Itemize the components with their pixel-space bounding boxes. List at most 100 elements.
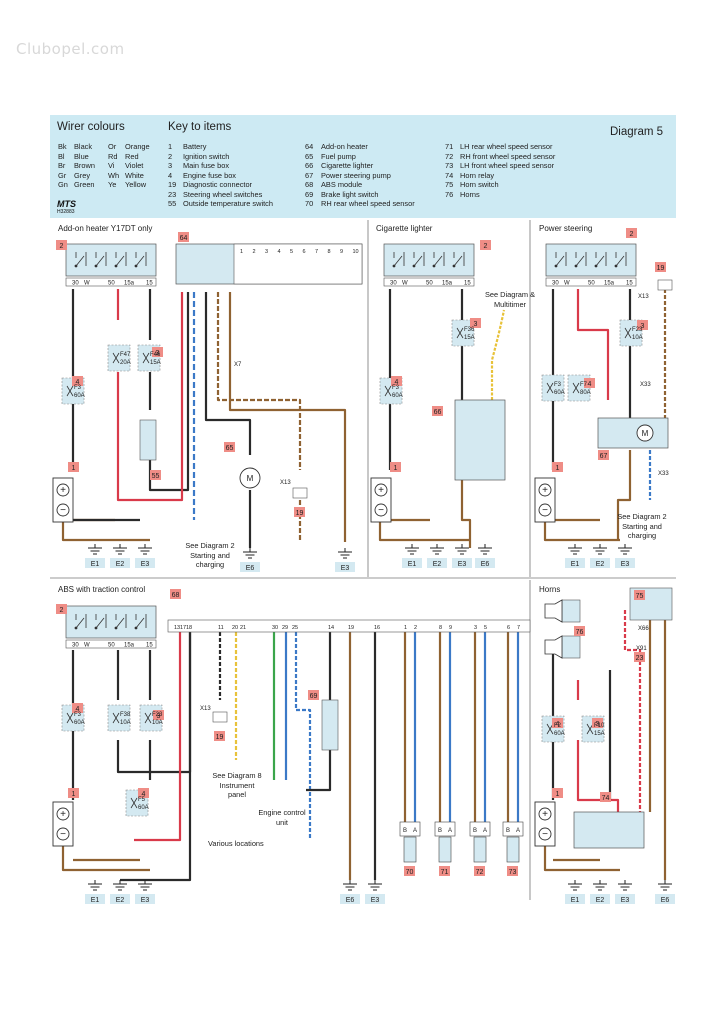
item-tag-bg	[507, 866, 518, 876]
ground-horns-E2-label: E2	[596, 897, 605, 904]
ign-terminal-30: 30	[72, 643, 79, 649]
item-tag-55: 55	[152, 473, 160, 480]
fuse-symbol	[66, 712, 74, 724]
item-tag-71: 71	[441, 869, 449, 876]
item-tag-bg	[56, 604, 67, 614]
ground-abs-E1	[88, 880, 102, 891]
item-tag-68: 68	[172, 592, 180, 599]
item-tag-73: 73	[509, 869, 517, 876]
ground-abs-E3	[138, 880, 152, 891]
fuse-symbol	[456, 327, 464, 339]
battery-positive	[538, 807, 552, 821]
ground-cig-E6	[478, 544, 492, 555]
add-on-heater-internal	[233, 243, 363, 285]
abs-pin-25: 25	[292, 625, 298, 631]
switch-pin	[412, 264, 416, 268]
fuse-f47-label: F47	[120, 352, 131, 358]
item-tag-2: 2	[484, 243, 488, 250]
fuse-f38-rating: 10A	[120, 720, 131, 726]
ign-terminal-30: 30	[552, 281, 559, 287]
ign-terminal-30: 30	[390, 281, 397, 287]
battery-minus-sign: −	[60, 829, 66, 840]
ignition-switch	[65, 605, 157, 639]
item-tag-bg	[574, 626, 585, 636]
ground-abs-E6-label: E6	[346, 897, 355, 904]
item-tag-bg	[626, 228, 637, 238]
item-tag-4: 4	[142, 791, 146, 798]
ground-abs-E1-tag	[85, 894, 105, 904]
ground-horns-E6-tag	[655, 894, 675, 904]
sensor-pin-b: B	[473, 828, 477, 834]
switch-contact	[75, 252, 87, 267]
ign-terminal-W: W	[84, 643, 90, 649]
ps-motor-m: M	[642, 429, 649, 438]
item-tag-1: 1	[72, 791, 76, 798]
fuse-symbol	[66, 385, 74, 397]
wire-colours-title: Wirer colours	[57, 121, 125, 133]
battery-plus-sign: +	[378, 485, 384, 496]
wire-abs-red	[134, 632, 182, 842]
item-tag-1: 1	[72, 465, 76, 472]
battery-negative	[56, 503, 70, 517]
abs-pin-9: 9	[449, 625, 452, 631]
abs-pin-6: 6	[507, 625, 510, 631]
item-tag-bg	[480, 240, 491, 250]
abs-pin-20: 20	[232, 625, 238, 631]
section-title-cigarette: Cigarette lighter	[376, 224, 433, 233]
battery-positive	[56, 483, 70, 497]
heater-pin-5: 5	[290, 249, 293, 255]
switch-contact	[115, 252, 127, 267]
battery-plus-sign: +	[60, 485, 66, 496]
abs-pin-1: 1	[404, 625, 407, 631]
wire-ps-red	[576, 289, 610, 400]
wire-lighter-ground	[460, 480, 472, 548]
ground-horns-E3-tag	[615, 894, 635, 904]
switch-contact	[95, 252, 107, 267]
item-tag-76: 76	[576, 629, 584, 636]
switch-contact	[75, 614, 87, 629]
item-tag-bg	[598, 450, 609, 460]
connector-x7: X7	[234, 362, 242, 368]
item-tag-bg	[294, 507, 305, 517]
ps-pump-motor	[636, 424, 654, 442]
item-tag-bg	[72, 703, 83, 713]
wire-horn-switch	[623, 610, 642, 812]
fuse-symbol	[144, 712, 152, 724]
fuse-symbol	[572, 382, 580, 394]
ground-heater-E2-label: E2	[116, 561, 125, 568]
ground-ps-E1-label: E1	[571, 561, 580, 568]
ground-heater-E6	[243, 548, 257, 559]
abs-pin-17: 17	[180, 625, 186, 631]
item-tag-65: 65	[226, 445, 234, 452]
fuse-f3-cig-label: F3	[392, 385, 400, 391]
note-see-multitimer: See Diagram &Multitimer	[484, 290, 536, 309]
sensor-pin-a: A	[516, 828, 520, 834]
note-various-locations: Various locations	[208, 839, 264, 848]
ground-abs-E3-label: E3	[141, 897, 150, 904]
cigarette-lighter	[454, 399, 506, 481]
item-tag-3: 3	[157, 713, 161, 720]
ground-cig-E2-tag	[427, 558, 447, 568]
switch-contact	[595, 252, 607, 267]
item-tag-2: 2	[60, 607, 64, 614]
ign-terminal-50: 50	[108, 281, 115, 287]
fuse-symbol	[624, 327, 632, 339]
key-title: Key to items	[168, 121, 232, 133]
ground-heater-E2	[113, 544, 127, 555]
ground-horns-E6	[658, 880, 672, 891]
horn-relay	[573, 811, 645, 849]
item-tag-67: 67	[600, 453, 608, 460]
sensor-connector	[399, 821, 421, 837]
item-tag-4: 4	[556, 721, 560, 728]
item-tag-bg	[68, 462, 79, 472]
ground-abs-E3-tag	[365, 894, 385, 904]
switch-pin	[554, 264, 558, 268]
ignition-terminal-strip	[545, 277, 637, 287]
connector-x13-heater: X13	[280, 480, 291, 486]
item-tag-bg	[152, 347, 163, 357]
